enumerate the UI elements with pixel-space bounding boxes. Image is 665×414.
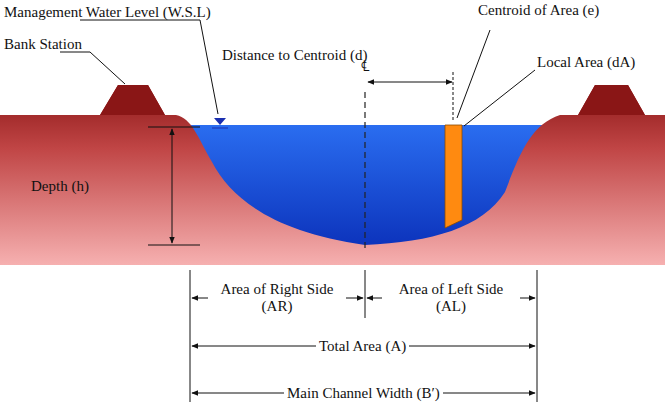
callout-label: Management Water Level (W.S.L) xyxy=(4,4,211,21)
extension-line xyxy=(537,270,538,402)
callout-label: Bank Station xyxy=(4,36,82,53)
leader-line xyxy=(464,70,535,126)
dimension-label: Area of Right Side (AR) xyxy=(208,281,346,315)
leader-line xyxy=(457,30,490,118)
water-level-symbol xyxy=(212,128,228,129)
callout-label: Centroid of Area (e) xyxy=(478,2,599,19)
depth-tick xyxy=(148,127,200,128)
leader-line xyxy=(60,52,125,84)
ground xyxy=(0,85,665,265)
dimension-label: Area of Left Side (AL) xyxy=(382,281,520,315)
leader-line xyxy=(80,20,218,114)
centroid-line xyxy=(453,72,454,122)
bank-station xyxy=(100,85,645,115)
centerline-symbol: ℄ xyxy=(361,58,370,75)
water-level-symbol xyxy=(214,118,226,125)
depth-arrow xyxy=(172,129,173,243)
extension-line xyxy=(365,270,366,318)
callout-label: Distance to Centroid (d) xyxy=(222,47,367,64)
depth-tick xyxy=(148,245,200,246)
distance-arrow xyxy=(368,82,452,83)
local-area-strip xyxy=(445,125,462,228)
extension-line xyxy=(190,270,191,402)
callout-label: Local Area (dA) xyxy=(537,54,635,71)
centerline xyxy=(364,92,365,250)
dimension-label: Depth (h) xyxy=(31,178,89,195)
dimension-label: Main Channel Width (B′) xyxy=(284,385,443,402)
dimension-label: Total Area (A) xyxy=(316,338,409,355)
